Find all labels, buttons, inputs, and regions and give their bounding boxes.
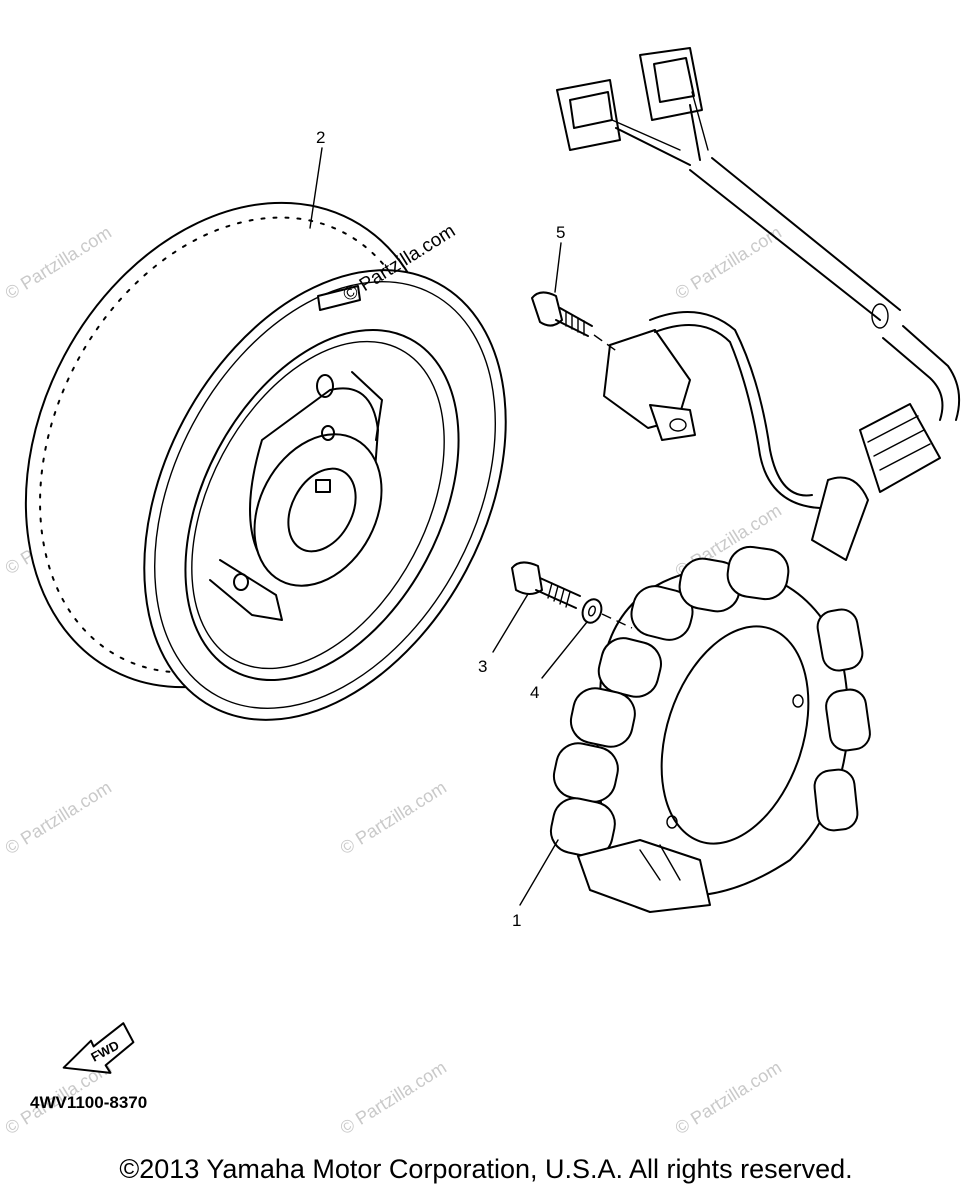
watermark: © Partzilla.com [672, 1057, 785, 1138]
watermark: © Partzilla.com [672, 222, 785, 303]
rotor-assembly [24, 201, 507, 721]
callout-5: 5 [556, 223, 565, 242]
wire-harness [556, 47, 961, 561]
watermark: © Partzilla.com [2, 777, 115, 858]
pickup-coil [603, 311, 821, 509]
washer-part-4 [581, 598, 603, 624]
watermark: © Partzilla.com [337, 777, 450, 858]
watermark: © Partzilla.com [2, 222, 115, 303]
callout-1: 1 [512, 911, 521, 930]
bolt-part-3 [511, 561, 633, 629]
watermark: © Partzilla.com [337, 1057, 450, 1138]
screw-part-5 [531, 291, 619, 353]
fwd-arrow-icon: FWD [62, 1022, 135, 1074]
callout-3: 3 [478, 657, 487, 676]
callout-4: 4 [530, 683, 539, 702]
diagram-code: 4WV1100-8370 [30, 1093, 148, 1112]
stator-assembly [549, 545, 871, 913]
copyright-notice: ©2013 Yamaha Motor Corporation, U.S.A. A… [119, 1154, 853, 1184]
callout-2: 2 [316, 128, 325, 147]
